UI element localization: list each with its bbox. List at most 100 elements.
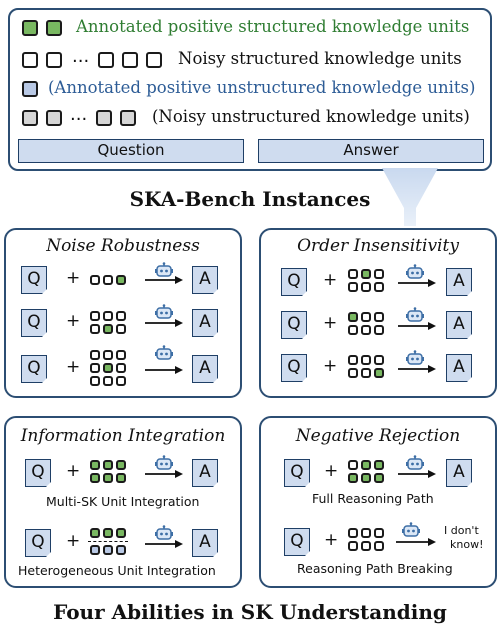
plus-sign: + bbox=[66, 357, 81, 377]
answer-bar: Answer bbox=[258, 139, 484, 163]
plus-sign: + bbox=[66, 311, 81, 331]
gray-unit-icon bbox=[46, 110, 62, 126]
instances-title: SKA-Bench Instances bbox=[129, 187, 371, 211]
green-unit-icon bbox=[374, 368, 384, 378]
panel-negative-rejection: Negative Rejection bbox=[259, 416, 497, 588]
robot-icon bbox=[406, 455, 424, 470]
robot-icon bbox=[406, 307, 424, 322]
answer-doc-icon: A bbox=[446, 459, 473, 488]
green-unit-icon bbox=[348, 473, 358, 483]
legend-noisy-structured: Noisy structured knowledge units bbox=[178, 49, 462, 68]
plus-sign: + bbox=[66, 268, 81, 288]
green-unit-icon bbox=[22, 20, 38, 36]
white-unit-icon bbox=[46, 52, 62, 68]
white-unit-icon bbox=[116, 324, 126, 334]
robot-icon bbox=[402, 522, 420, 537]
green-unit-icon bbox=[103, 460, 113, 470]
green-unit-icon bbox=[103, 528, 113, 538]
green-unit-icon bbox=[103, 473, 113, 483]
arrow-icon bbox=[398, 365, 436, 373]
panel-title: Information Integration bbox=[20, 426, 226, 446]
plus-sign: + bbox=[323, 356, 338, 376]
white-unit-icon bbox=[103, 311, 113, 321]
robot-icon bbox=[155, 304, 173, 319]
idk-line-2: know! bbox=[450, 538, 484, 551]
green-unit-icon bbox=[90, 528, 100, 538]
plus-sign: + bbox=[66, 461, 81, 481]
white-unit-icon bbox=[103, 376, 113, 386]
arrow-icon bbox=[398, 279, 436, 287]
white-unit-icon bbox=[348, 460, 358, 470]
white-unit-icon bbox=[374, 541, 384, 551]
white-unit-icon bbox=[361, 541, 371, 551]
white-unit-icon bbox=[348, 282, 358, 292]
white-unit-icon bbox=[361, 282, 371, 292]
idk-line-1: I don't bbox=[444, 524, 479, 537]
white-unit-icon bbox=[361, 355, 371, 365]
white-unit-icon bbox=[90, 311, 100, 321]
green-unit-icon bbox=[374, 460, 384, 470]
robot-icon bbox=[155, 262, 173, 277]
gray-unit-icon bbox=[96, 110, 112, 126]
white-unit-icon bbox=[90, 350, 100, 360]
legend-annotated-structured: Annotated positive structured knowledge … bbox=[76, 17, 470, 36]
question-doc-icon: Q bbox=[21, 355, 48, 384]
white-unit-icon bbox=[374, 355, 384, 365]
white-unit-icon bbox=[361, 312, 371, 322]
question-doc-icon: Q bbox=[25, 529, 52, 558]
panel-title: Noise Robustness bbox=[46, 236, 200, 256]
arrow-icon bbox=[145, 366, 183, 374]
green-unit-icon bbox=[116, 473, 126, 483]
gray-unit-icon bbox=[22, 110, 38, 126]
green-unit-icon bbox=[90, 473, 100, 483]
white-unit-icon bbox=[348, 325, 358, 335]
green-unit-icon bbox=[116, 460, 126, 470]
legend-noisy-unstructured: (Noisy unstructured knowledge units) bbox=[152, 107, 470, 126]
panel-information-integration: Information Integration bbox=[4, 416, 242, 588]
question-bar: Question bbox=[18, 139, 244, 163]
bottom-title: Four Abilities in SK Understanding bbox=[53, 600, 447, 624]
white-unit-icon bbox=[348, 355, 358, 365]
funnel-connector bbox=[382, 168, 438, 226]
blue-unit-icon bbox=[22, 81, 38, 97]
white-unit-icon bbox=[103, 350, 113, 360]
green-unit-icon bbox=[103, 324, 113, 334]
arrow-icon bbox=[145, 470, 183, 478]
white-unit-icon bbox=[374, 325, 384, 335]
ellipsis: ... bbox=[70, 104, 88, 125]
white-unit-icon bbox=[116, 376, 126, 386]
white-unit-icon bbox=[348, 269, 358, 279]
arrow-icon bbox=[398, 470, 436, 478]
robot-icon bbox=[406, 350, 424, 365]
plus-sign: + bbox=[66, 531, 81, 551]
plus-sign: + bbox=[324, 530, 339, 550]
gray-unit-icon bbox=[120, 110, 136, 126]
blue-unit-icon bbox=[103, 545, 113, 555]
divider-line bbox=[88, 541, 128, 542]
white-unit-icon bbox=[103, 275, 113, 285]
arrow-icon bbox=[396, 538, 436, 546]
white-unit-icon bbox=[374, 282, 384, 292]
answer-doc-icon: A bbox=[192, 266, 219, 295]
question-doc-icon: Q bbox=[284, 459, 311, 488]
legend-box bbox=[8, 8, 492, 171]
question-doc-icon: Q bbox=[21, 266, 48, 295]
white-unit-icon bbox=[90, 376, 100, 386]
robot-icon bbox=[155, 345, 173, 360]
arrow-icon bbox=[145, 276, 183, 284]
white-unit-icon bbox=[374, 269, 384, 279]
question-doc-icon: Q bbox=[21, 309, 48, 338]
robot-icon bbox=[406, 264, 424, 279]
legend-annotated-unstructured: (Annotated positive unstructured knowled… bbox=[48, 78, 476, 97]
plus-sign: + bbox=[323, 270, 338, 290]
caption-path-breaking: Reasoning Path Breaking bbox=[297, 561, 453, 576]
robot-icon bbox=[155, 525, 173, 540]
question-doc-icon: Q bbox=[25, 459, 52, 488]
blue-unit-icon bbox=[116, 545, 126, 555]
white-unit-icon bbox=[22, 52, 38, 68]
panel-title: Order Insensitivity bbox=[297, 236, 459, 256]
white-unit-icon bbox=[90, 275, 100, 285]
white-unit-icon bbox=[116, 350, 126, 360]
question-doc-icon: Q bbox=[281, 268, 308, 297]
green-unit-icon bbox=[361, 269, 371, 279]
